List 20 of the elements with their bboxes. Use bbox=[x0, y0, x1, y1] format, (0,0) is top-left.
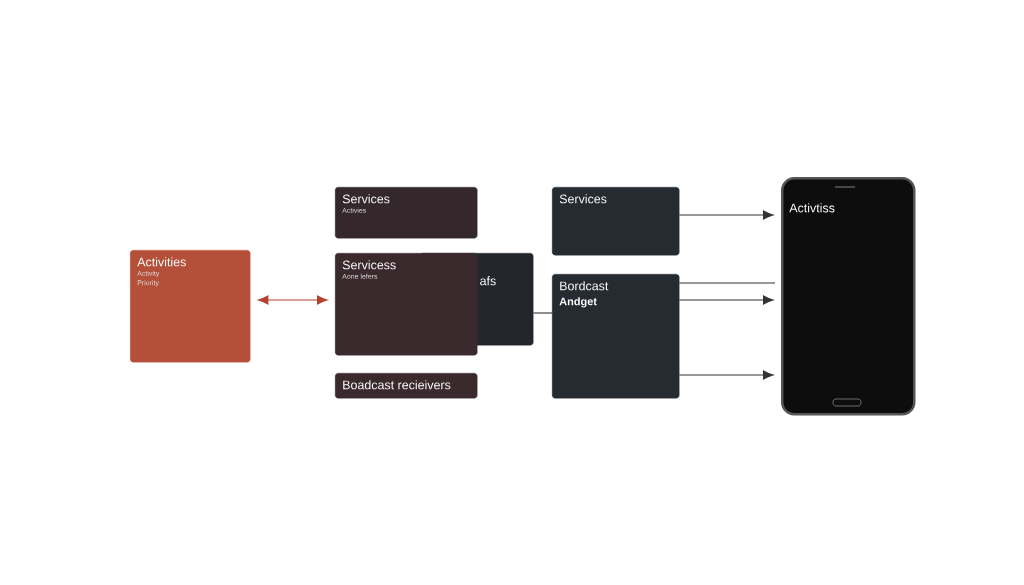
box-heading: Boadcast recieivers bbox=[343, 380, 451, 390]
process-box bbox=[335, 187, 478, 239]
box-heading: Services bbox=[559, 194, 607, 204]
box-heading: Activities bbox=[137, 257, 186, 267]
box-heading: afs bbox=[480, 276, 496, 286]
arrow bbox=[678, 295, 774, 305]
arrow bbox=[678, 210, 774, 220]
process-box bbox=[552, 274, 680, 399]
process-box bbox=[130, 250, 251, 363]
process-box bbox=[335, 253, 478, 356]
box-heading: Services bbox=[342, 194, 390, 204]
box-heading: Servicess bbox=[342, 260, 396, 270]
arrow bbox=[257, 295, 328, 305]
process-box bbox=[552, 187, 680, 256]
box-heading: Activtiss bbox=[789, 203, 835, 213]
box-heading: Bordcast bbox=[560, 281, 609, 291]
phone bbox=[781, 177, 916, 416]
arrow bbox=[678, 370, 774, 380]
item-heading: Andget bbox=[559, 297, 597, 308]
process-box bbox=[335, 373, 478, 399]
